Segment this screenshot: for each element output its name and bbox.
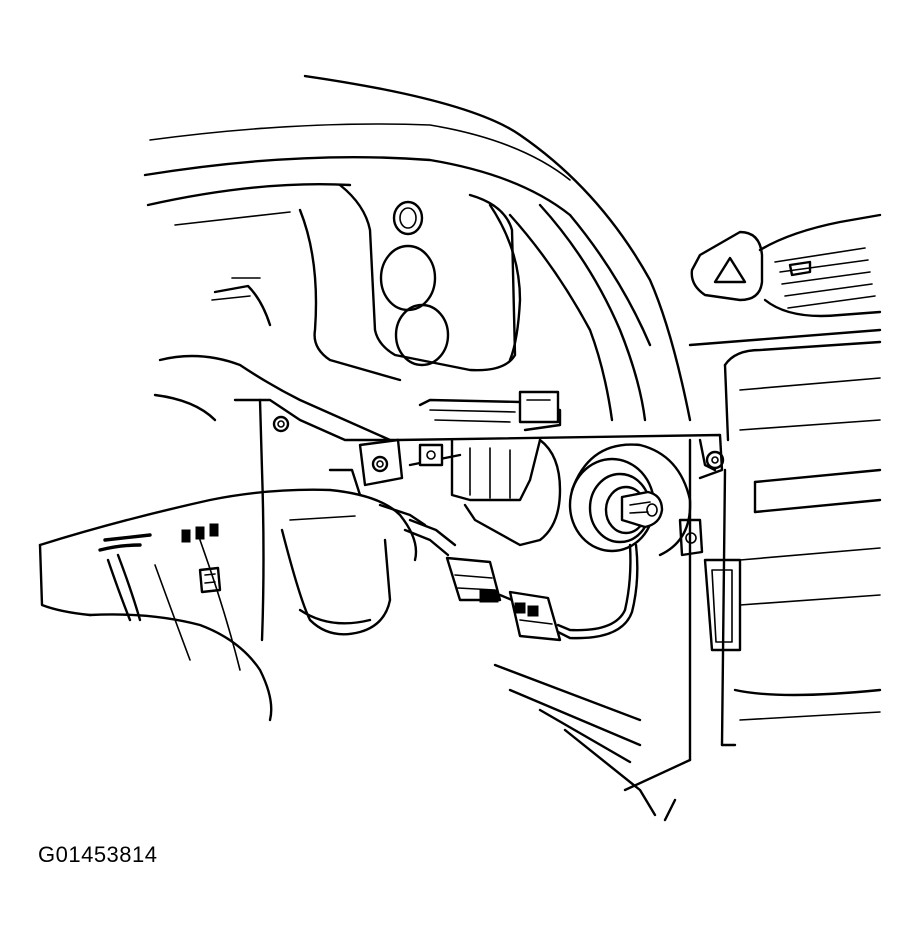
center-console-panel bbox=[688, 328, 882, 762]
ignition-key-cylinder bbox=[568, 443, 692, 557]
steering-column-shroud bbox=[38, 468, 418, 722]
dashboard-top-outline bbox=[143, 74, 692, 422]
tachometer-gauge-icon bbox=[379, 244, 437, 312]
key-icon bbox=[620, 490, 664, 529]
figure-caption: G01453814 bbox=[38, 842, 158, 867]
lower-knee-panel bbox=[493, 663, 692, 822]
wiring-connectors bbox=[378, 503, 639, 642]
small-gauge-icon bbox=[392, 200, 424, 236]
hazard-triangle-icon bbox=[713, 256, 747, 284]
console-slot-icon bbox=[703, 558, 742, 652]
hazard-switch bbox=[690, 230, 764, 302]
right-air-vent bbox=[758, 213, 882, 318]
instrument-cluster bbox=[298, 183, 522, 382]
left-dash-panel bbox=[153, 277, 400, 642]
speedometer-gauge-icon bbox=[394, 303, 450, 367]
ignition-lock-housing bbox=[358, 390, 725, 557]
